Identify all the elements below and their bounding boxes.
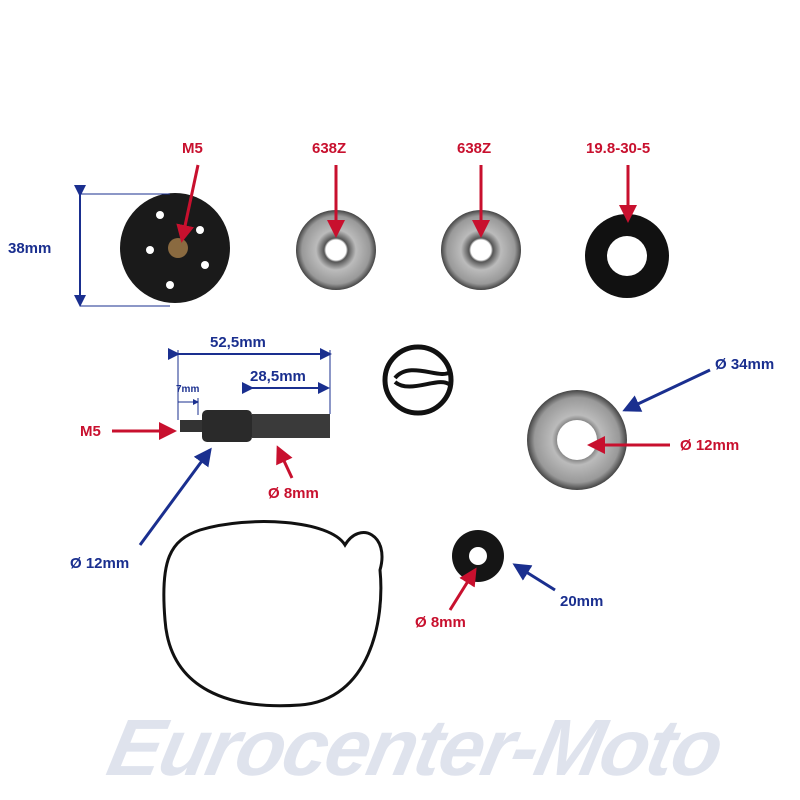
seal-outer-arrow xyxy=(622,368,711,412)
shaft-thread-length-label: 7mm xyxy=(176,384,200,395)
small-seal-inner-arrow xyxy=(448,567,477,611)
seal-inner-label: Ø 12mm xyxy=(680,437,740,454)
seal-outer-label: Ø 34mm xyxy=(715,356,775,373)
small-seal xyxy=(452,530,504,582)
bearing-1 xyxy=(296,210,376,290)
impeller-height-label: 38mm xyxy=(8,240,52,257)
small-seal-height-arrow xyxy=(512,563,556,592)
shaft-diameter-arrow xyxy=(276,445,294,479)
impeller-thread-arrow xyxy=(176,164,200,243)
small-seal-height-label: 20mm xyxy=(560,593,604,610)
shaft-thread-label: M5 xyxy=(80,423,101,440)
oil-seal xyxy=(585,214,669,298)
shaft xyxy=(180,410,330,442)
impeller-thread-label: M5 xyxy=(182,140,203,157)
o-ring xyxy=(162,520,384,708)
watermark: Eurocenter-Moto xyxy=(100,703,730,792)
mechanical-seal xyxy=(527,390,627,490)
shaft-end-length-label: 28,5mm xyxy=(250,368,306,385)
shaft-collar-label: Ø 12mm xyxy=(70,555,130,572)
shaft-diameter-label: Ø 8mm xyxy=(268,485,319,502)
bearing-2-label: 638Z xyxy=(457,140,492,157)
circlip xyxy=(382,344,454,416)
impeller xyxy=(120,193,230,303)
shaft-collar-arrow xyxy=(138,447,212,546)
bearing-2 xyxy=(441,210,521,290)
small-seal-inner-label: Ø 8mm xyxy=(415,614,466,631)
oil-seal-label: 19.8-30-5 xyxy=(586,140,651,157)
shaft-length-label: 52,5mm xyxy=(210,334,266,351)
bearing-1-label: 638Z xyxy=(312,140,347,157)
